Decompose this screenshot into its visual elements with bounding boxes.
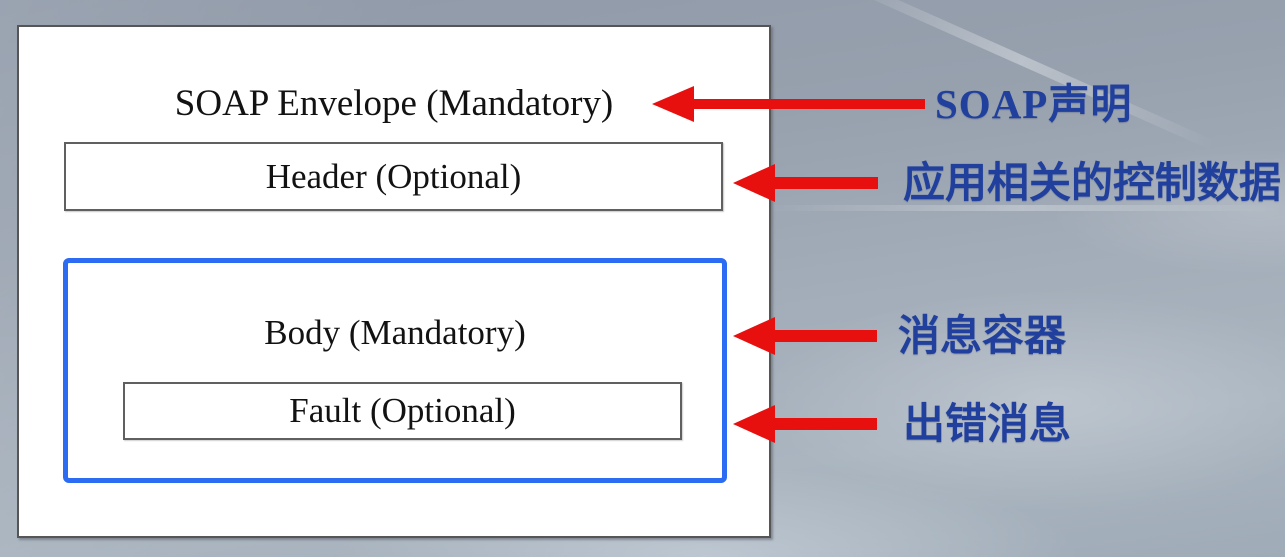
fault-box: Fault (Optional) <box>123 382 682 440</box>
header-label: Header (Optional) <box>265 156 522 196</box>
arrow-head-icon <box>652 86 694 122</box>
arrow-shaft <box>690 99 925 109</box>
arrow-shaft <box>771 418 877 430</box>
arrow-head-icon <box>733 405 775 443</box>
soap-envelope-label: SOAP Envelope (Mandatory) <box>174 83 614 124</box>
arrow-head-icon <box>733 164 775 202</box>
body-label: Body (Mandatory) <box>264 313 526 352</box>
annotation-header-control-data: 应用相关的控制数据 <box>903 159 1282 206</box>
body-box: Body (Mandatory) Fault (Optional) <box>63 258 727 483</box>
header-box: Header (Optional) <box>64 142 723 211</box>
annotation-message-container: 消息容器 <box>898 312 1067 359</box>
annotation-soap-declaration: SOAP声明 <box>935 81 1133 127</box>
arrow-head-icon <box>733 317 775 355</box>
soap-envelope-box: SOAP Envelope (Mandatory) Header (Option… <box>17 25 771 538</box>
arrow-shaft <box>771 330 877 342</box>
annotation-error-message: 出错消息 <box>903 400 1072 447</box>
background-streak <box>760 205 1285 211</box>
fault-label: Fault (Optional) <box>289 391 516 430</box>
arrow-shaft <box>771 177 878 189</box>
